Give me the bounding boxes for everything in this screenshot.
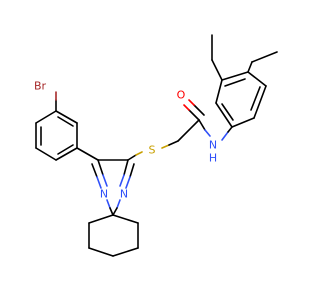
bond-c-o-colored xyxy=(183,104,190,111)
bond xyxy=(112,247,139,257)
bond-c-n-colored xyxy=(204,129,211,137)
bond-double-outer-colored xyxy=(125,176,131,189)
cyclopentane-ring xyxy=(88,214,139,257)
bond-aryl-ring xyxy=(76,147,99,161)
bond xyxy=(247,71,267,87)
bond-n-spiro xyxy=(112,207,118,216)
bond-c-n xyxy=(198,119,206,131)
bond-methyl-4 xyxy=(247,61,253,73)
bond-n-spiro xyxy=(116,199,121,209)
bond-n-aryl-colored xyxy=(221,131,229,141)
bond xyxy=(221,71,249,81)
bond xyxy=(55,147,78,161)
bond-c-s-colored xyxy=(135,151,143,156)
bond-c-n-colored xyxy=(119,174,125,187)
bond xyxy=(35,147,57,161)
bond xyxy=(215,102,233,128)
bond-double-inner xyxy=(221,103,234,121)
bond-double-outer xyxy=(129,163,135,178)
amide-nitrogen-label: N xyxy=(209,139,217,152)
bond xyxy=(55,110,78,124)
bond-n-aryl xyxy=(227,126,233,133)
bond-double-inner xyxy=(250,86,261,111)
molecule-structure: Br N N S O N H xyxy=(34,34,278,257)
bond xyxy=(88,214,114,224)
methyl-4 xyxy=(251,51,278,63)
bond xyxy=(215,79,223,104)
amide-hydrogen-label: H xyxy=(209,152,217,165)
bromine-atom-label: Br xyxy=(34,80,47,93)
bond xyxy=(88,247,114,257)
bond-double-outer-colored xyxy=(96,176,102,189)
bond-ch2-carbonyl xyxy=(177,119,200,142)
bond-methyl-3 xyxy=(211,59,223,81)
diazaspiro-ring xyxy=(91,159,135,216)
molecule-canvas: Br N N S O N H xyxy=(34,34,278,257)
bond xyxy=(231,117,255,128)
bond-c-s xyxy=(127,154,137,161)
bond-c-o-double-colored xyxy=(188,99,195,106)
bond-n-spiro xyxy=(106,199,111,209)
bond-c-o-double xyxy=(193,104,205,116)
sulfur-atom-label: S xyxy=(149,144,156,157)
bond xyxy=(112,214,139,224)
bond-c-n xyxy=(97,159,104,176)
bond-c-o xyxy=(188,109,200,121)
bromophenyl-ring xyxy=(35,110,78,161)
bond-s-ch2 xyxy=(168,140,179,146)
bond-double-outer xyxy=(91,163,98,178)
bond-double-inner xyxy=(57,144,74,155)
oxygen-atom-label: O xyxy=(177,89,186,102)
bond-c-n xyxy=(123,159,129,176)
bond-double-inner xyxy=(57,116,74,127)
bond-s-ch2-colored xyxy=(161,144,170,149)
bond xyxy=(35,110,57,124)
nitrogen-atom-label-right: N xyxy=(120,188,128,201)
nitrogen-atom-label-left: N xyxy=(100,188,108,201)
bond xyxy=(253,85,267,119)
bond-double-inner xyxy=(224,78,246,87)
bond-c-n-colored xyxy=(102,174,108,187)
bond-n-spiro xyxy=(109,207,114,216)
dimethylphenyl-ring xyxy=(215,71,267,128)
